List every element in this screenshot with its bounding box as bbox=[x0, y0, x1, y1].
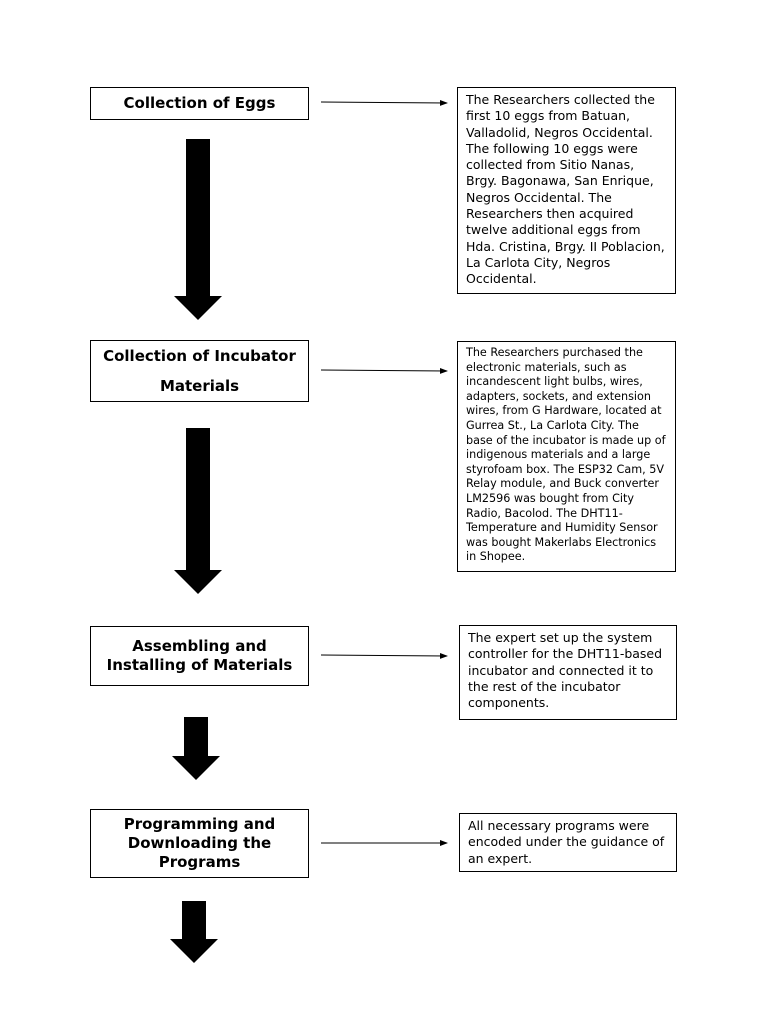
down-arrow-2 bbox=[174, 428, 222, 594]
down-arrow-3 bbox=[172, 717, 220, 780]
description-box-collection-of-eggs: The Researchers collected the first 10 e… bbox=[457, 87, 676, 294]
down-arrow-1 bbox=[174, 139, 222, 320]
connector-arrow-1 bbox=[320, 99, 448, 106]
step-box-collection-of-incubator-materials: Collection of Incubator Materials bbox=[90, 340, 309, 402]
description-box-collection-of-incubator-materials: The Researchers purchased the electronic… bbox=[457, 341, 676, 572]
step-title: Collection of Eggs bbox=[123, 94, 276, 112]
description-box-programming-and-downloading: All necessary programs were encoded unde… bbox=[459, 813, 677, 872]
step-description: The expert set up the system controller … bbox=[468, 630, 663, 711]
step-title: Collection of Incubator Materials bbox=[103, 347, 296, 395]
step-title: Assembling and Installing of Materials bbox=[106, 637, 293, 674]
step-box-programming-and-downloading: Programming and Downloading the Programs bbox=[90, 809, 309, 878]
step-title: Programming and Downloading the Programs bbox=[123, 815, 276, 871]
step-box-assembling-and-installing: Assembling and Installing of Materials bbox=[90, 626, 309, 686]
step-box-collection-of-eggs: Collection of Eggs bbox=[90, 87, 309, 120]
step-description: The Researchers collected the first 10 e… bbox=[466, 92, 665, 287]
down-arrow-4 bbox=[170, 901, 218, 963]
connector-arrow-3 bbox=[320, 652, 448, 659]
step-description: The Researchers purchased the electronic… bbox=[466, 346, 666, 564]
connector-arrow-2 bbox=[320, 367, 448, 374]
step-description: All necessary programs were encoded unde… bbox=[468, 818, 665, 866]
description-box-assembling-and-installing: The expert set up the system controller … bbox=[459, 625, 677, 720]
